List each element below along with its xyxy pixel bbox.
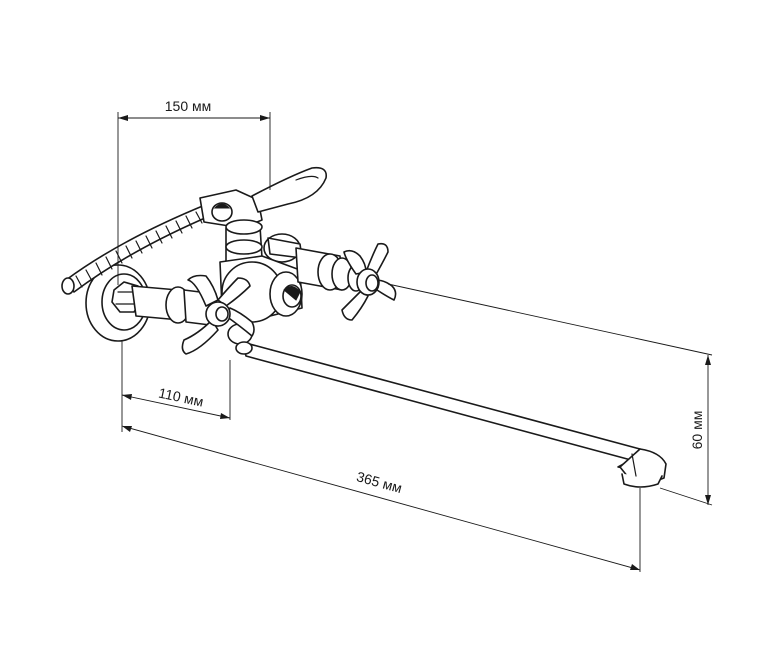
extension-lines [117, 112, 713, 572]
diverter-body [199, 166, 328, 263]
right-cross-handle [341, 242, 397, 321]
dimension-label-365: 365 мм [355, 468, 404, 496]
dimension-label-150: 150 мм [165, 98, 212, 114]
right-connector [267, 237, 365, 292]
left-cross-handle [181, 274, 255, 355]
spout [241, 341, 667, 488]
dimension-label-110: 110 мм [157, 385, 205, 410]
dimension-lines [118, 115, 711, 571]
dimension-label-60: 60 мм [689, 411, 705, 450]
